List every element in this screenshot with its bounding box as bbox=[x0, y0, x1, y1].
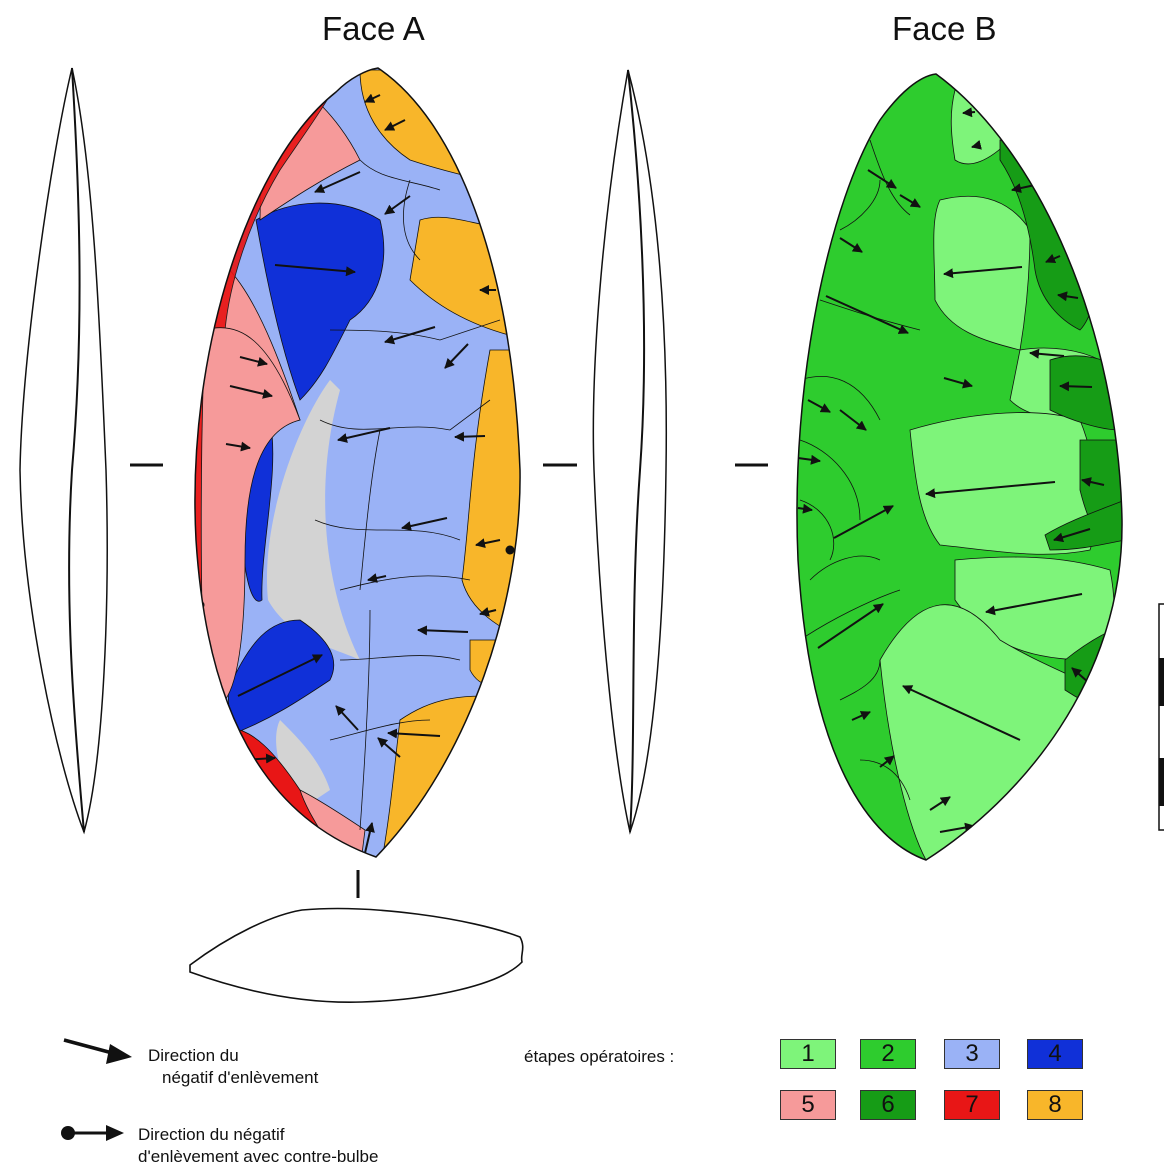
stage-4-zone bbox=[227, 619, 335, 736]
stage-swatch-1: 1 bbox=[780, 1039, 836, 1069]
face-a-piece bbox=[194, 68, 521, 857]
face-b-title: Face B bbox=[892, 10, 997, 47]
face-a-title: Face A bbox=[322, 10, 425, 47]
stage-5-zone bbox=[200, 327, 301, 701]
stage-swatch-5: 5 bbox=[780, 1090, 836, 1120]
stages-legend-label: étapes opératoires : bbox=[524, 1047, 675, 1066]
stage-swatch-2: 2 bbox=[860, 1039, 916, 1069]
legend-bulb-arrow-symbol bbox=[61, 1125, 124, 1141]
direction-arrows bbox=[797, 107, 1105, 833]
stage-swatch-4: 4 bbox=[1027, 1039, 1083, 1069]
legend-arrow-symbol bbox=[63, 1038, 132, 1064]
cortex-zone bbox=[266, 380, 360, 660]
middle-profile-ridge bbox=[627, 69, 646, 833]
middle-profile-outline bbox=[592, 69, 668, 835]
stage-swatch-7: 7 bbox=[944, 1090, 1000, 1120]
left-profile-outline bbox=[19, 67, 108, 835]
stage-1-zone bbox=[909, 412, 1097, 555]
legend-bulb-label-1: Direction du négatif bbox=[138, 1125, 285, 1144]
stage-swatch-8: 8 bbox=[1027, 1090, 1083, 1120]
face-b-outline bbox=[796, 73, 1123, 861]
stage-4-zone bbox=[255, 202, 385, 401]
stage-swatch-6: 6 bbox=[860, 1090, 916, 1120]
bottom-cross-section bbox=[189, 907, 524, 1003]
legend-arrow-label-1: Direction du bbox=[148, 1046, 239, 1065]
face-b-piece bbox=[796, 74, 1123, 860]
stage-swatch-3: 3 bbox=[944, 1039, 1000, 1069]
face-a-outline bbox=[194, 67, 521, 858]
facet-lines bbox=[314, 159, 501, 831]
scale-bar bbox=[1158, 603, 1164, 831]
left-profile-ridge bbox=[68, 67, 85, 833]
legend-bulb-label-2: d'enlèvement avec contre-bulbe bbox=[138, 1147, 379, 1166]
facet-lines bbox=[799, 139, 921, 801]
stage-8-zone bbox=[469, 639, 521, 687]
legend-arrow-label-2: négatif d'enlèvement bbox=[162, 1068, 319, 1087]
